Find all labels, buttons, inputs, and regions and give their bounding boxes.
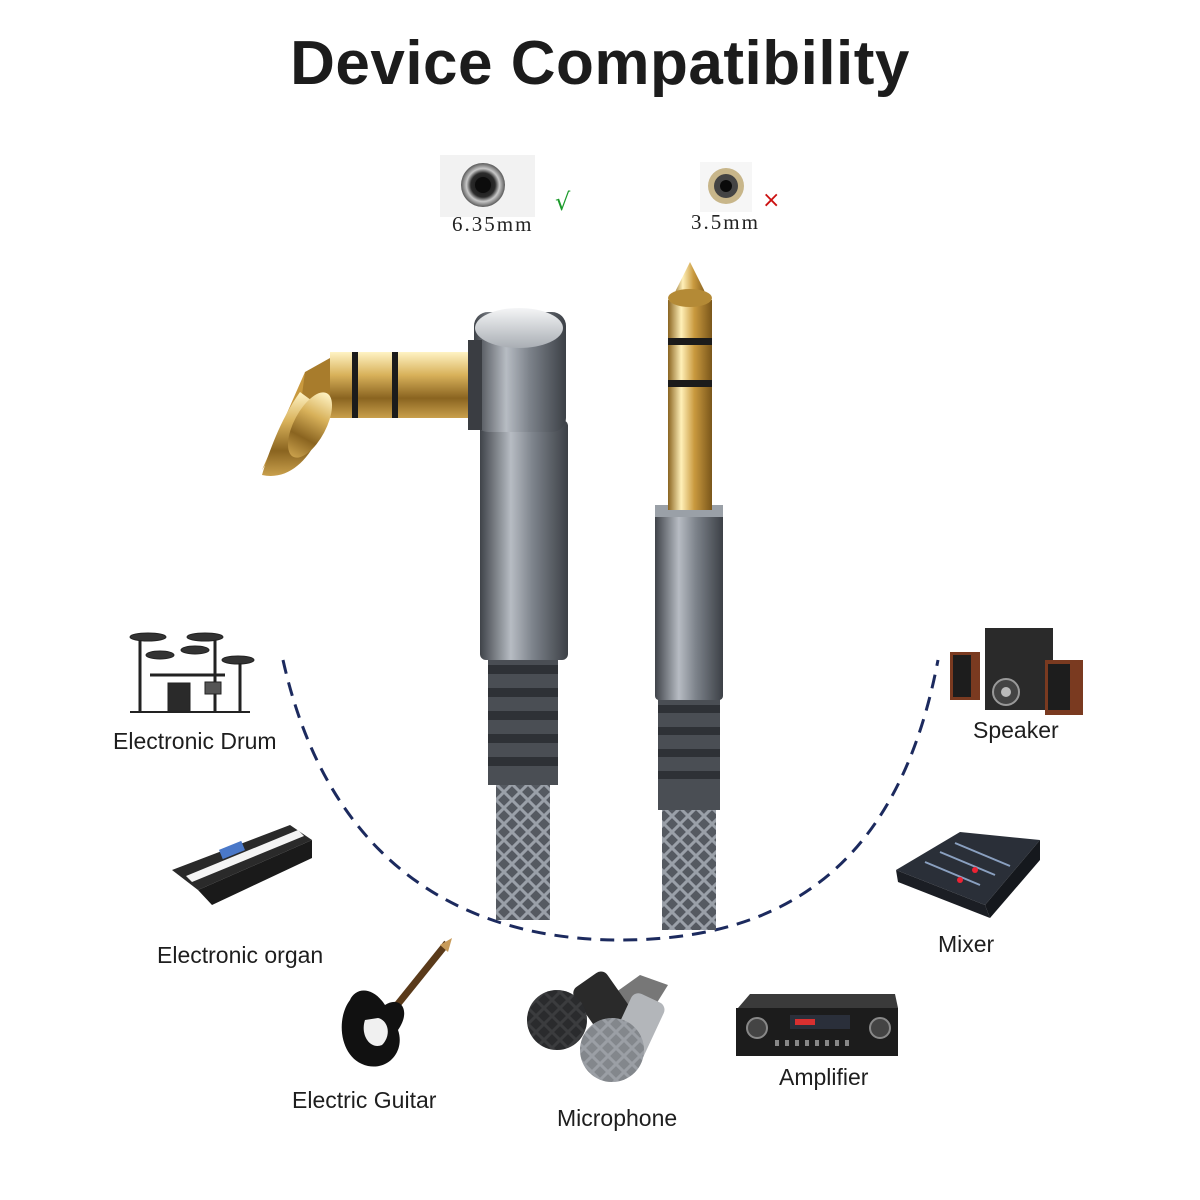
right-angle-plug bbox=[262, 308, 568, 920]
label-mixer: Mixer bbox=[938, 931, 995, 957]
mixer-image bbox=[896, 832, 1040, 918]
page-title: Device Compatibility bbox=[290, 29, 910, 98]
label-amplifier: Amplifier bbox=[779, 1064, 869, 1090]
cross-icon: × bbox=[762, 188, 781, 213]
jack-3-5-icon bbox=[700, 162, 752, 212]
check-icon: √ bbox=[555, 188, 571, 216]
microphone-image bbox=[527, 971, 668, 1082]
jack-6-35-label: 6.35mm bbox=[452, 212, 534, 236]
electronic-organ-image bbox=[172, 825, 312, 905]
amplifier-image bbox=[736, 994, 898, 1056]
electronic-drum-image bbox=[129, 632, 255, 713]
straight-plug bbox=[655, 262, 723, 930]
electric-guitar-image bbox=[341, 938, 452, 1067]
jack-6-35-icon bbox=[440, 155, 535, 217]
label-electronic-drum: Electronic Drum bbox=[113, 728, 277, 754]
label-microphone: Microphone bbox=[557, 1105, 678, 1131]
label-speaker: Speaker bbox=[973, 717, 1059, 743]
jack-3-5-label: 3.5mm bbox=[691, 210, 760, 234]
label-electronic-organ: Electronic organ bbox=[157, 942, 324, 968]
compatibility-arc bbox=[281, 659, 940, 942]
speaker-image bbox=[950, 628, 1083, 715]
label-electric-guitar: Electric Guitar bbox=[292, 1087, 437, 1113]
